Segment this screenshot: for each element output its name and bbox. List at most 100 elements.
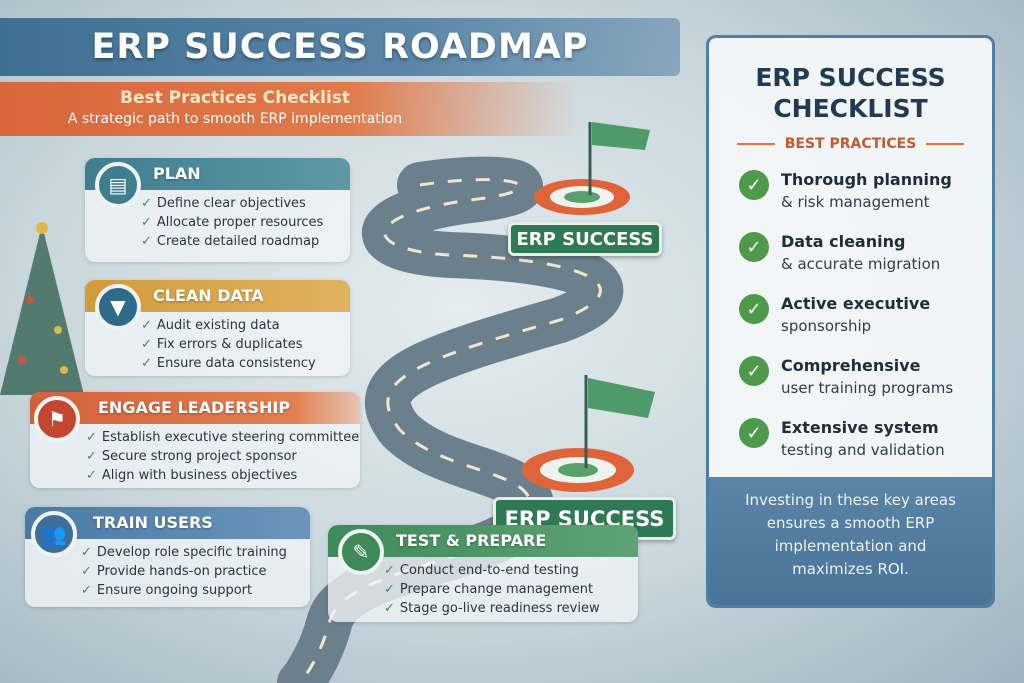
green-flag-icon	[588, 378, 655, 418]
goal-target-top	[534, 122, 650, 215]
checklist-section-heading: BEST PRACTICES	[709, 136, 992, 152]
checklist-title-line: CHECKLIST	[773, 94, 928, 123]
christmas-tree	[0, 222, 84, 395]
subtitle-heading: Best Practices Checklist	[119, 88, 351, 108]
step-item-text: Ensure ongoing support	[96, 583, 253, 598]
subtitle-tagline: A strategic path to smooth ERP implement…	[67, 111, 403, 127]
checklist-icon: ✎	[338, 529, 384, 575]
step-title: ENGAGE LEADERSHIP	[30, 392, 360, 424]
check-icon: ✓	[141, 337, 152, 352]
step-item-text: Audit existing data	[156, 318, 280, 333]
checklist-panel: ERP SUCCESS CHECKLIST BEST PRACTICES ✓ Th…	[706, 35, 995, 608]
checklist-footer: Investing in these key areas ensures a s…	[709, 477, 992, 605]
step-card-train-users: TRAIN USERS 👥 ✓Develop role specific tra…	[25, 507, 310, 607]
step-item: ✓ Create detailed roadmap	[141, 232, 350, 251]
checklist-title-line: ERP SUCCESS	[755, 63, 946, 92]
check-icon: ✓	[141, 356, 152, 371]
step-card-test-prepare: TEST & PREPARE ✎ ✓ Conduct end-to-end tes…	[328, 525, 638, 622]
step-item: ✓ Ensure ongoing support	[81, 581, 310, 600]
checklist-item: ✓ Comprehensive user training programs	[739, 354, 953, 400]
goal-target-bottom	[522, 375, 655, 492]
footer-line: Investing in these key areas	[745, 491, 956, 509]
step-item-text: Define clear objectives	[156, 196, 306, 211]
section-label: BEST PRACTICES	[784, 136, 917, 152]
checklist-item: ✓ Extensive system testing and validation	[739, 416, 945, 462]
footer-line: implementation and	[774, 537, 927, 555]
step-item-text: Align with business objectives	[101, 468, 298, 483]
checklist-title: ERP SUCCESS CHECKLIST	[709, 62, 992, 124]
step-card-clean-data: CLEAN DATA ▼ ✓Audit existing data ✓Fix e…	[85, 280, 350, 376]
check-icon: ✓	[141, 234, 152, 249]
check-icon: ✓	[86, 430, 97, 445]
step-card-engage-leadership: ENGAGE LEADERSHIP ⚑ ✓ Establish executive…	[30, 392, 360, 488]
step-item: ✓ Fix errors & duplicates	[141, 335, 350, 354]
check-icon: ✓	[384, 563, 395, 578]
check-icon: ✓	[86, 449, 97, 464]
step-item-text: Stage go-live readiness review	[399, 601, 600, 616]
step-item: ✓ Provide hands-on practice	[81, 562, 310, 581]
checklist-item-detail: testing and validation	[781, 441, 945, 459]
check-circle-icon: ✓	[739, 418, 769, 448]
step-item: ✓ Define clear objectives	[141, 194, 350, 213]
check-icon: ✓	[81, 545, 92, 560]
checklist-item-title: Extensive system	[781, 418, 939, 437]
subtitle-banner: Best Practices Checklist A strategic pat…	[0, 82, 580, 136]
checklist-item-detail: & accurate migration	[781, 255, 941, 273]
check-icon: ✓	[141, 318, 152, 333]
step-item-text: Fix errors & duplicates	[156, 337, 303, 352]
erp-success-sign-top: ERP SUCCESS	[508, 222, 662, 256]
checklist-item-detail: sponsorship	[781, 317, 872, 335]
step-item: ✓ Align with business objectives	[86, 466, 360, 485]
check-icon: ✓	[384, 582, 395, 597]
footer-line: ensures a smooth ERP	[766, 514, 935, 532]
step-item-text: Ensure data consistency	[156, 356, 316, 371]
step-item: ✓ Stage go-live readiness review	[384, 599, 638, 618]
footer-line: maximizes ROI.	[792, 560, 909, 578]
check-icon: ✓	[141, 196, 152, 211]
check-circle-icon: ✓	[739, 356, 769, 386]
step-item: ✓ Ensure data consistency	[141, 354, 350, 373]
funnel-icon: ▼	[95, 284, 141, 330]
checklist-item-detail: user training programs	[781, 379, 954, 397]
checklist-item-detail: & risk management	[781, 193, 930, 211]
step-item: ✓ Audit existing data	[141, 316, 350, 335]
divider	[926, 143, 965, 145]
step-card-plan: PLAN ▤ ✓Define clear objectives ✓Allocat…	[85, 158, 350, 262]
step-item: ✓ Prepare change management	[384, 580, 638, 599]
check-icon: ✓	[141, 215, 152, 230]
check-circle-icon: ✓	[739, 232, 769, 262]
check-icon: ✓	[81, 583, 92, 598]
page-title: ERP SUCCESS ROADMAP	[0, 18, 680, 76]
check-circle-icon: ✓	[739, 294, 769, 324]
checklist-item: ✓ Thorough planning & risk management	[739, 168, 952, 214]
step-item: ✓ Conduct end-to-end testing	[384, 561, 638, 580]
check-circle-icon: ✓	[739, 170, 769, 200]
checklist-item-title: Data cleaning	[781, 232, 906, 251]
step-item-text: Conduct end-to-end testing	[399, 563, 579, 578]
checklist-item: ✓ Data cleaning & accurate migration	[739, 230, 940, 276]
step-item: ✓ Allocate proper resources	[141, 213, 350, 232]
step-item-text: Allocate proper resources	[156, 215, 324, 230]
divider	[736, 143, 775, 145]
checklist-item-title: Thorough planning	[781, 170, 952, 189]
step-item-text: Provide hands-on practice	[96, 564, 267, 579]
step-item-text: Develop role specific training	[96, 545, 287, 560]
step-item-text: Secure strong project sponsor	[101, 449, 297, 464]
flag-icon: ⚑	[34, 396, 80, 442]
step-item-text: Prepare change management	[399, 582, 594, 597]
check-icon: ✓	[86, 468, 97, 483]
document-icon: ▤	[95, 162, 141, 208]
step-title: TEST & PREPARE	[328, 525, 638, 557]
step-item: ✓ Establish executive steering committee	[86, 428, 360, 447]
step-item: ✓ Secure strong project sponsor	[86, 447, 360, 466]
green-flag-icon	[592, 122, 650, 150]
step-item-text: Establish executive steering committee	[101, 430, 360, 445]
checklist-item: ✓ Active executive sponsorship	[739, 292, 930, 338]
step-item-text: Create detailed roadmap	[156, 234, 320, 249]
step-item: ✓ Develop role specific training	[81, 543, 310, 562]
check-icon: ✓	[81, 564, 92, 579]
checklist-item-title: Comprehensive	[781, 356, 921, 375]
people-icon: 👥	[31, 511, 77, 557]
checklist-item-title: Active executive	[781, 294, 931, 313]
check-icon: ✓	[384, 601, 395, 616]
